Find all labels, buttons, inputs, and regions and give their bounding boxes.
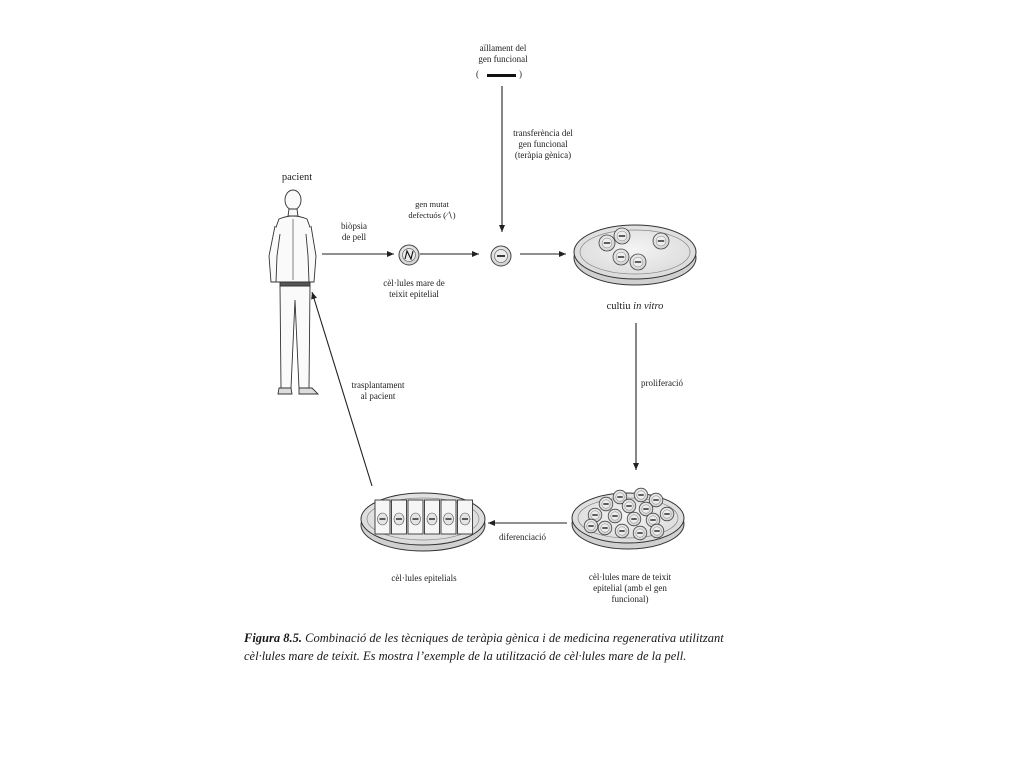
figure-caption: Figura 8.5. Combinació de les tècniques … [244, 629, 724, 665]
proliferated-cell [612, 489, 628, 505]
transplant-label: trasplantament al pacient [342, 380, 414, 402]
proliferated-cell [659, 506, 675, 522]
result-cells-label: cèl·lules mare de teixit epitelial (amb … [580, 572, 680, 605]
proliferated-cell [598, 496, 614, 512]
epithelial-cell [374, 499, 391, 535]
result-cells-label-line1: cèl·lules mare de teixit [588, 572, 672, 582]
stem-cells-label: cèl·lules mare de teixit epitelial [374, 278, 454, 300]
mutated-gene-label-line2: defectuós (∕∖) [408, 210, 456, 220]
patient-belt [279, 281, 311, 287]
proliferated-cell [614, 523, 630, 539]
figure-caption-text: Combinació de les tècniques de teràpia g… [244, 631, 724, 663]
epithelial-dish [360, 492, 486, 552]
epithelial-cell [440, 499, 457, 535]
biopsy-label-line2: de pell [341, 232, 367, 242]
proliferated-dish [571, 487, 685, 550]
epithelial-cell [407, 499, 424, 535]
epithelial-cell [457, 499, 473, 535]
proliferated-cell [597, 520, 613, 536]
culture-cell [612, 248, 630, 266]
proliferated-cell [607, 508, 623, 524]
mutated-gene-label: gen mutat defectuós (∕∖) [396, 199, 468, 221]
patient-right-shoe [298, 387, 320, 395]
result-cells-label-line3: funcional) [611, 594, 649, 604]
result-cells-label-line2: epitelial (amb el gen [593, 583, 667, 593]
patient-left-arm [268, 225, 281, 283]
proliferated-cell [645, 512, 661, 528]
transplant-label-line2: al pacient [360, 391, 396, 401]
proliferated-cell [633, 487, 649, 503]
proliferation-label: proliferació [641, 378, 683, 388]
isolation-label-line2: gen funcional [478, 54, 528, 64]
proliferated-cell [638, 501, 654, 517]
epithelial-cells-label: cèl·lules epitelials [391, 573, 457, 583]
culture-label-italic: in vitro [633, 301, 664, 312]
stem-cell-mutated [398, 244, 420, 266]
culture-cell [629, 253, 647, 271]
biopsy-label: biòpsia de pell [330, 221, 378, 243]
epithelial-cell [391, 499, 407, 535]
transfer-label-line2: gen funcional [518, 139, 568, 149]
proliferated-cell [648, 492, 664, 508]
proliferated-cell [626, 511, 642, 527]
culture-cell [598, 234, 616, 252]
culture-cell [652, 232, 670, 250]
patient-figure [268, 189, 320, 395]
culture-cell [613, 227, 631, 245]
transfer-label-line1: transferència del [513, 128, 573, 138]
mutated-gene-label-line1: gen mutat [415, 199, 449, 209]
isolation-paren-close: ) [519, 69, 522, 79]
patient-left-shoe [277, 387, 293, 395]
patient-neck [287, 208, 299, 217]
proliferated-cell [632, 525, 648, 541]
transfer-label-line3: (teràpia gènica) [514, 150, 572, 160]
scanned-page [240, 34, 730, 699]
proliferated-cell [583, 518, 599, 534]
proliferated-cell [621, 498, 637, 514]
culture-dish [573, 224, 697, 286]
patient-label: pacient [281, 172, 313, 183]
figure-caption-label: Figura 8.5. [244, 631, 303, 645]
culture-label: cultiu in vitro [590, 300, 680, 313]
culture-label-prefix: cultiu [606, 301, 634, 312]
mutated-gene-mark [404, 249, 414, 261]
stem-cells-label-line2: teixit epitelial [389, 289, 439, 299]
transfer-label: transferència del gen funcional (teràpia… [498, 128, 588, 161]
proliferated-cell [649, 523, 665, 539]
biopsy-label-line1: biòpsia [341, 221, 367, 231]
transplant-label-line1: trasplantament [351, 380, 405, 390]
isolation-label: aïllament del gen funcional [463, 43, 543, 65]
patient-right-arm [305, 225, 317, 283]
stem-cell-corrected [490, 245, 512, 267]
arrow-transplant [311, 291, 373, 487]
isolation-paren-open: ( [476, 69, 479, 79]
patient-trousers [279, 285, 311, 389]
differentiation-label: diferenciació [499, 532, 546, 542]
patient-head [284, 189, 302, 211]
stem-cells-label-line1: cèl·lules mare de [383, 278, 445, 288]
epithelial-cell [424, 499, 440, 535]
isolation-label-line1: aïllament del [479, 43, 527, 53]
functional-gene-bar [487, 74, 516, 77]
